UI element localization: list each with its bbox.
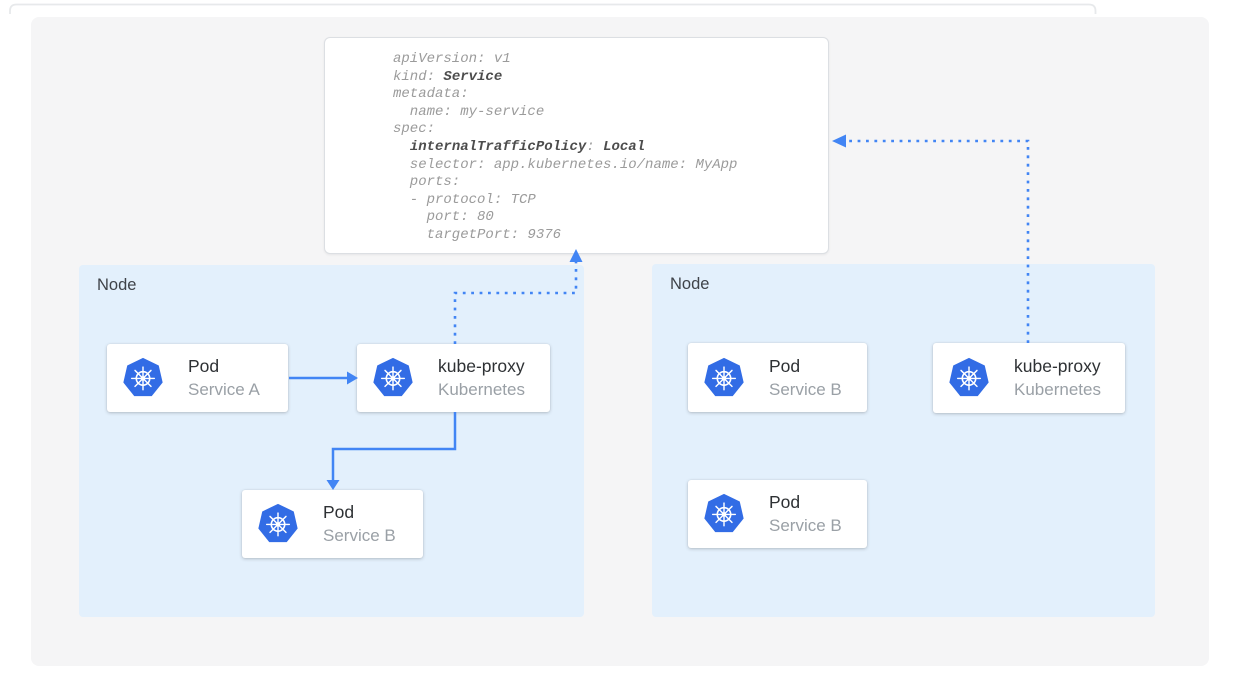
yaml-line: ports: <box>393 174 461 191</box>
entity-subtitle: Service A <box>188 380 260 399</box>
pod-card-service-b-right-top: Pod Service B <box>688 343 867 412</box>
entity-title: kube-proxy <box>438 356 525 376</box>
kubernetes-icon <box>703 357 745 399</box>
node-label: Node <box>670 275 710 293</box>
node-box-right: Node <box>652 264 1155 617</box>
yaml-line: apiVersion: v1 <box>393 51 511 67</box>
pod-card-service-b-left: Pod Service B <box>242 490 423 558</box>
kube-proxy-card-left: kube-proxy Kubernetes <box>357 344 550 412</box>
kubernetes-icon <box>372 357 414 399</box>
entity-subtitle: Kubernetes <box>438 380 525 399</box>
yaml-line: name: my-service <box>393 103 545 120</box>
entity-title: Pod <box>769 355 801 376</box>
yaml-line: - protocol: TCP <box>393 191 536 208</box>
entity-title: Pod <box>323 502 355 522</box>
yaml-line: targetPort: 9376 <box>393 226 562 243</box>
entity-subtitle: Kubernetes <box>1014 380 1101 399</box>
entity-subtitle: Service B <box>769 516 842 535</box>
node-label: Node <box>97 276 137 294</box>
pod-card-service-a: Pod Service A <box>107 344 288 412</box>
yaml-line: spec: <box>393 121 436 138</box>
yaml-line: internalTrafficPolicy: Local <box>409 138 646 155</box>
yaml-line: selector: app.kubernetes.io/name: MyApp <box>393 156 738 173</box>
kubernetes-icon <box>257 503 299 545</box>
node-box-left: Node <box>79 265 584 617</box>
yaml-line: kind: Service <box>393 68 503 85</box>
entity-subtitle: Service B <box>323 526 396 545</box>
yaml-line: metadata: <box>393 86 469 103</box>
entity-title: Pod <box>188 356 220 376</box>
kubernetes-icon <box>948 357 990 399</box>
yaml-line: port: 80 <box>393 209 494 226</box>
entity-title: Pod <box>769 492 801 512</box>
kubernetes-icon <box>703 493 745 535</box>
entity-subtitle: Service B <box>769 379 842 399</box>
kubernetes-icon <box>122 357 164 399</box>
pod-card-service-b-right-bottom: Pod Service B <box>688 480 867 548</box>
kube-proxy-card-right: kube-proxy Kubernetes <box>933 343 1125 413</box>
entity-title: kube-proxy <box>1014 356 1101 376</box>
